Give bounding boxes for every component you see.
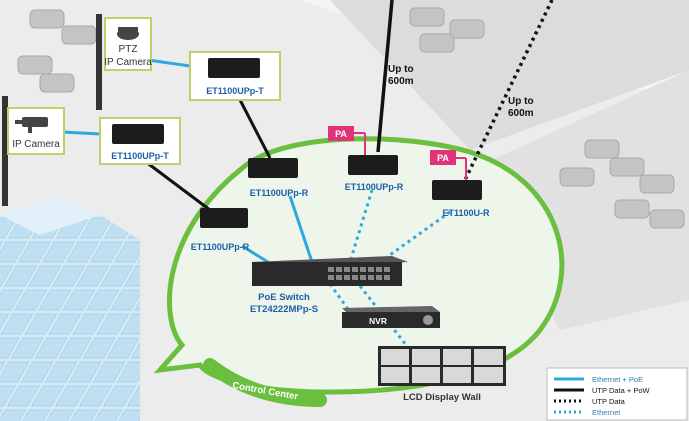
parked-cars [17, 7, 685, 229]
switch-label-line2: ET24222MPp-S [250, 304, 318, 315]
receiver-lower-left: ET1100UPp-R [191, 208, 250, 252]
ptz-label-line2: IP Camera [104, 57, 152, 68]
nvr: NVR [342, 306, 440, 328]
pa-badge [430, 150, 456, 165]
receiver-mid: ET1100UPp-R [248, 158, 309, 198]
ethernet-links [328, 189, 451, 351]
fixed-ip-camera: IP Camera [7, 107, 65, 155]
extender-unit [432, 180, 482, 200]
pa-badge-label: PA [335, 129, 347, 139]
legend-item: UTP Data [554, 397, 626, 406]
nvr-label: NVR [369, 316, 387, 326]
distance-right-line2: 600m [508, 108, 534, 119]
receiver-right: PA ET1100U-R [430, 150, 490, 218]
extender-unit [112, 124, 164, 144]
legend-item: Ethernet [554, 408, 621, 417]
pa-badge [328, 126, 354, 141]
legend-item: UTP Data + PoW [554, 386, 651, 395]
distance-labels: Up to 600m Up to 600m [388, 64, 534, 119]
legend-label: UTP Data + PoW [592, 386, 651, 395]
receiver-center: PA ET1100UPp-R [328, 126, 404, 192]
camera-poe-links [61, 58, 191, 136]
poe-switch: PoE Switch ET24222MPp-S [250, 256, 408, 315]
legend-label: UTP Data [592, 397, 626, 406]
switch-poe-links [241, 195, 314, 264]
distance-right-line1: Up to [508, 96, 534, 107]
legend-item: Ethernet + PoE [554, 375, 643, 384]
power-button-icon [423, 315, 433, 325]
extender-unit [200, 208, 248, 228]
ptz-camera: PTZ IP Camera [104, 17, 152, 71]
switch-label-line1: PoE Switch [258, 292, 310, 303]
tx-top-label: ET1100UPp-T [206, 86, 264, 96]
extender-unit [248, 158, 298, 178]
transmitter-left: ET1100UPp-T [99, 117, 181, 165]
legend-label: Ethernet + PoE [592, 375, 643, 384]
long-distance-links [376, 0, 554, 181]
extender-unit [348, 155, 398, 175]
tx-left-label: ET1100UPp-T [111, 151, 169, 161]
legend-label: Ethernet [592, 408, 621, 417]
fixed-camera-label: IP Camera [12, 139, 60, 150]
bullet-camera-icon [15, 117, 48, 133]
distance-center-line1: Up to [388, 64, 414, 75]
rx-mid-label: ET1100UPp-R [250, 188, 309, 198]
rx-right-label: ET1100U-R [442, 208, 490, 218]
rx-center-label: ET1100UPp-R [345, 182, 404, 192]
legend: Ethernet + PoE UTP Data + PoW UTP Data E… [546, 367, 688, 421]
glass-building [0, 195, 140, 421]
rx-lower-left-label: ET1100UPp-R [191, 242, 250, 252]
distance-center-line2: 600m [388, 76, 414, 87]
transmitter-top: ET1100UPp-T [189, 51, 281, 101]
ptz-label-line1: PTZ [119, 44, 138, 55]
display-wall-label: LCD Display Wall [403, 392, 481, 403]
lcd-display-wall: LCD Display Wall [378, 346, 506, 403]
extender-unit [208, 58, 260, 78]
utp-links [145, 95, 272, 212]
pa-badge-label: PA [437, 153, 449, 163]
